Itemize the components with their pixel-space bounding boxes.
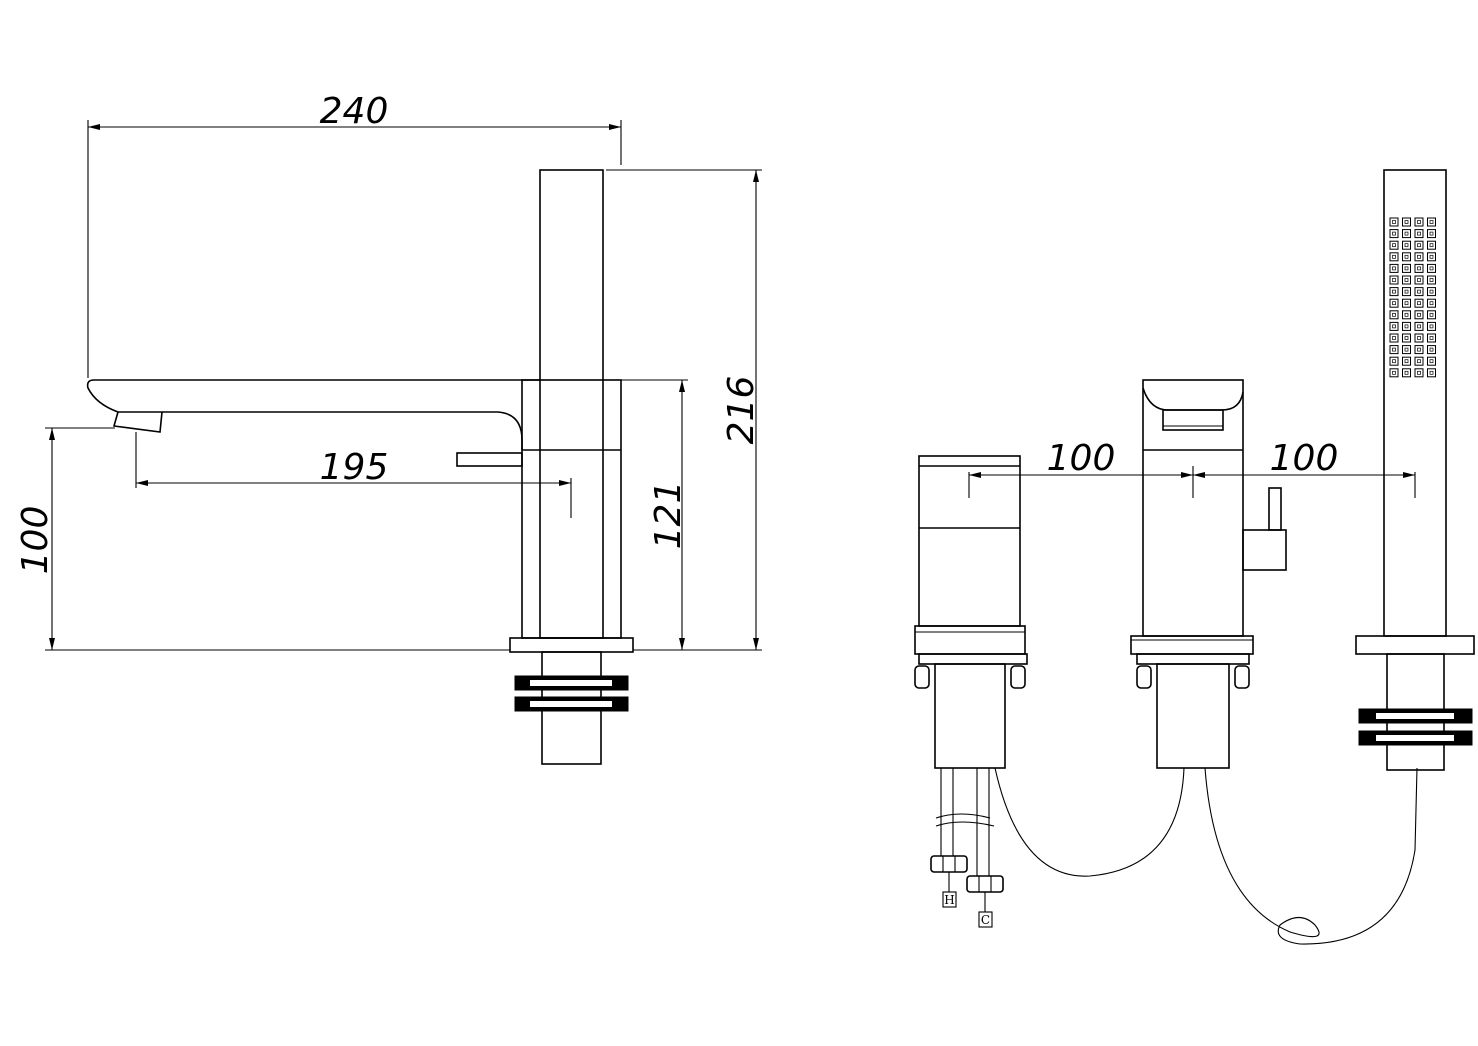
dim-240: 240 xyxy=(320,91,389,132)
pipe-label-hot: H xyxy=(944,893,954,907)
front-view: H C xyxy=(914,169,1475,945)
side-view: 240 195 100 121 216 xyxy=(15,91,762,765)
diverter-lever xyxy=(456,452,523,467)
front-spout-unit: H C xyxy=(914,455,1185,928)
base-plate xyxy=(509,637,634,653)
front-handshower-unit xyxy=(1355,169,1475,771)
spout-aerator xyxy=(112,411,163,433)
spray-nozzle-grid xyxy=(1389,217,1436,378)
dim-100-left: 100 xyxy=(1047,438,1116,479)
mixer-body-side xyxy=(539,169,604,639)
dim-195: 195 xyxy=(320,447,389,488)
front-mixer-unit xyxy=(1130,379,1418,945)
hose-right xyxy=(1204,767,1418,945)
pipe-label-cold: C xyxy=(981,913,990,927)
dim-100-height: 100 xyxy=(15,506,56,575)
spout xyxy=(86,379,540,450)
dim-216: 216 xyxy=(721,376,762,445)
dim-100-right: 100 xyxy=(1270,438,1339,479)
dim-121: 121 xyxy=(648,481,689,550)
hose-left xyxy=(994,767,1185,877)
